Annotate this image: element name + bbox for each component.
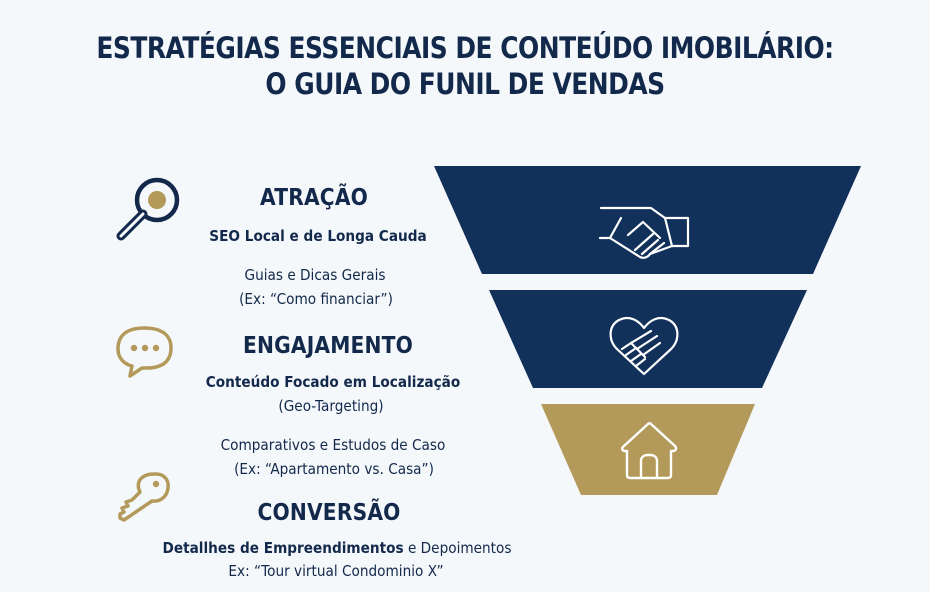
page-title-line-2: O GUIA DO FUNIL DE VENDAS [265, 67, 665, 101]
stage-atracao-line-1: SEO Local e de Longa Cauda [209, 227, 427, 245]
chat-bubble-icon [116, 326, 173, 378]
stage-heading-atracao: ATRAÇÃO [259, 185, 369, 211]
heart-hands-icon [609, 316, 679, 376]
stage-conversao-regular: e Depoimentos [403, 539, 512, 557]
handshake-icon [598, 206, 690, 259]
stage-atracao-line-3: (Ex: “Como financiar”) [239, 290, 393, 308]
house-icon [621, 422, 678, 480]
stage-engajamento-line-1: Conteúdo Focado em Localização [205, 373, 461, 391]
stage-conversao-line-1: Detallhes de Empreendimentos e Depoiment… [163, 539, 512, 557]
funnel-segment-top [434, 166, 861, 274]
funnel-segment-bottom [541, 404, 755, 495]
stage-engajamento-line-2: (Geo-Targeting) [278, 397, 384, 415]
stage-engajamento-line-3: Comparativos e Estudos de Caso [220, 436, 446, 454]
magnifier-icon [116, 177, 180, 241]
stage-heading-conversao: CONVERSÃO [257, 500, 401, 526]
stage-engajamento-line-4: (Ex: “Apartamento vs. Casa”) [234, 460, 434, 478]
funnel-segment-middle [489, 290, 807, 388]
stage-conversao-bold: Detallhes de Empreendimentos [162, 539, 404, 557]
stage-conversao-example: Ex: “Tour virtual Condominio X” [228, 562, 444, 580]
key-icon [118, 472, 170, 522]
stage-atracao-line-2: Guias e Dicas Gerais [244, 266, 386, 284]
stage-heading-engajamento: ENGAJAMENTO [242, 333, 414, 359]
page-title-line-1: ESTRATÉGIAS ESSENCIAIS DE CONTEÚDO IMOBI… [96, 31, 834, 65]
